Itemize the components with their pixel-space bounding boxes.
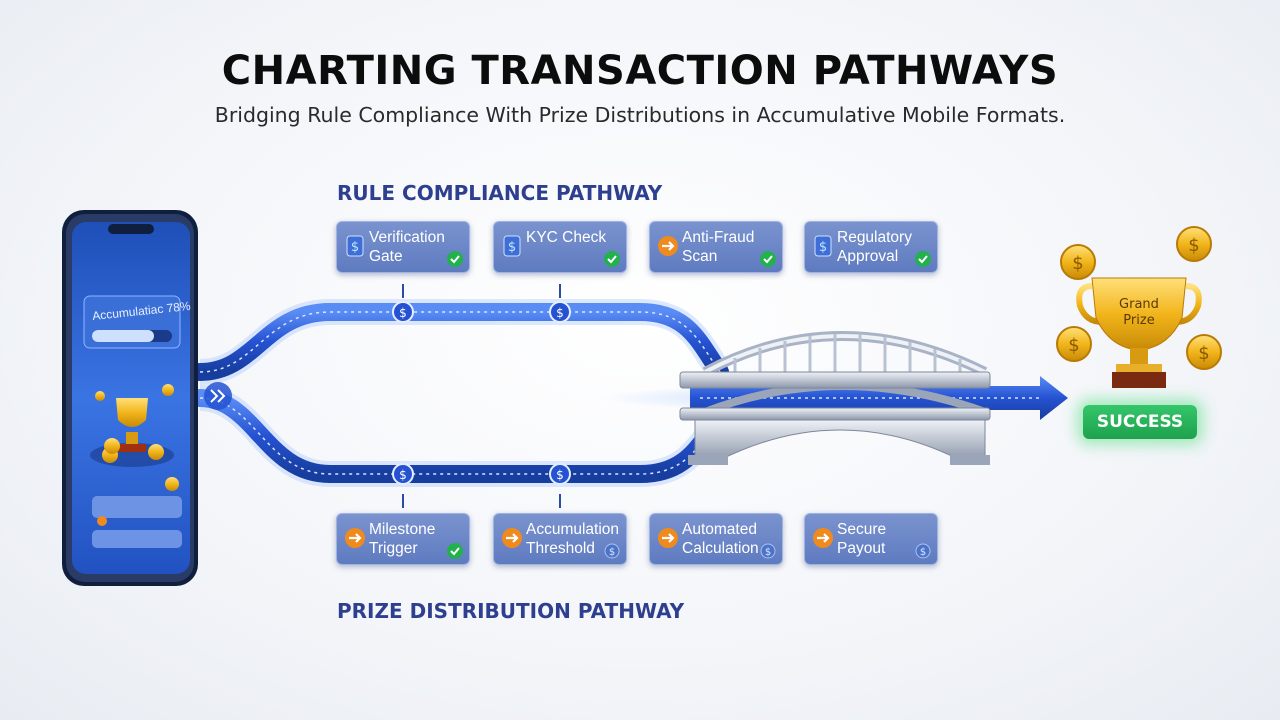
step-subtitle: Gate xyxy=(369,248,403,265)
page-title: CHARTING TRANSACTION PATHWAYS xyxy=(221,48,1059,94)
step-card-kyc-check: $ KYC Check xyxy=(493,221,627,273)
check-icon xyxy=(760,251,776,267)
gold-coin-icon: $ xyxy=(1186,334,1222,370)
svg-text:$: $ xyxy=(556,306,564,320)
bridge-illustration xyxy=(679,331,991,465)
svg-text:$: $ xyxy=(1188,235,1199,256)
rule-compliance-label: RULE COMPLIANCE PATHWAY xyxy=(337,181,663,205)
step-title: Automated xyxy=(682,521,757,538)
connector-line xyxy=(402,284,404,298)
accumulation-progress-fill xyxy=(92,330,154,342)
check-icon xyxy=(604,251,620,267)
arrow-circle-icon xyxy=(812,527,834,549)
svg-text:$: $ xyxy=(556,468,564,482)
dollar-doc-icon: $ xyxy=(344,235,366,257)
dollar-coin-icon: $ xyxy=(604,543,620,559)
arrow-circle-icon xyxy=(657,235,679,257)
step-subtitle: Payout xyxy=(837,540,886,557)
step-title: Secure xyxy=(837,521,887,538)
step-title: Milestone xyxy=(369,521,436,538)
arrow-circle-icon xyxy=(501,527,523,549)
svg-text:$: $ xyxy=(819,240,827,255)
check-icon xyxy=(447,251,463,267)
svg-text:$: $ xyxy=(1068,335,1079,356)
gold-coin-icon: $ xyxy=(1060,244,1096,280)
grand-prize-trophy-icon: Grand Prize xyxy=(1076,277,1202,388)
arrow-circle-icon xyxy=(657,527,679,549)
mobile-phone xyxy=(62,210,198,586)
gold-coin-icon: $ xyxy=(1056,326,1092,362)
arrow-circle-icon xyxy=(344,527,366,549)
svg-text:$: $ xyxy=(508,240,516,255)
trophy-label: Grand xyxy=(1119,297,1159,312)
page-subtitle: Bridging Rule Compliance With Prize Dist… xyxy=(214,103,1066,127)
step-subtitle: Scan xyxy=(682,248,718,265)
step-title: Anti-Fraud xyxy=(682,229,755,246)
step-subtitle: Approval xyxy=(837,248,899,265)
step-title: KYC Check xyxy=(526,229,607,246)
check-icon xyxy=(447,543,463,559)
step-subtitle: Threshold xyxy=(526,540,595,557)
svg-text:$: $ xyxy=(399,468,407,482)
dollar-doc-icon: $ xyxy=(812,235,834,257)
svg-text:$: $ xyxy=(1198,343,1209,364)
dollar-node-icon: $ xyxy=(392,463,414,485)
svg-text:$: $ xyxy=(351,240,359,255)
svg-text:$: $ xyxy=(920,547,926,558)
dollar-node-icon: $ xyxy=(392,301,414,323)
chevron-right-icon xyxy=(204,382,232,410)
success-badge: SUCCESS xyxy=(1083,405,1197,439)
dollar-coin-icon: $ xyxy=(915,543,931,559)
trophy-label: Prize xyxy=(1123,313,1154,328)
svg-text:$: $ xyxy=(1072,253,1083,274)
dollar-node-icon: $ xyxy=(549,463,571,485)
connector-line xyxy=(559,494,561,508)
dollar-node-icon: $ xyxy=(549,301,571,323)
svg-text:$: $ xyxy=(765,547,771,558)
dollar-coin-icon: $ xyxy=(760,543,776,559)
gold-coin-icon: $ xyxy=(1176,226,1212,262)
svg-text:$: $ xyxy=(609,547,615,558)
step-title: Verification xyxy=(369,229,445,246)
step-subtitle: Trigger xyxy=(369,540,418,557)
dollar-doc-icon: $ xyxy=(501,235,523,257)
step-title: Regulatory xyxy=(837,229,912,246)
connector-line xyxy=(559,284,561,298)
step-title: Accumulation xyxy=(526,521,620,538)
rule-compliance-pipe xyxy=(191,299,731,385)
check-icon xyxy=(915,251,931,267)
prize-distribution-label: PRIZE DISTRIBUTION PATHWAY xyxy=(337,599,685,623)
connector-line xyxy=(402,494,404,508)
svg-text:$: $ xyxy=(399,306,407,320)
step-subtitle: Calculation xyxy=(682,540,759,557)
